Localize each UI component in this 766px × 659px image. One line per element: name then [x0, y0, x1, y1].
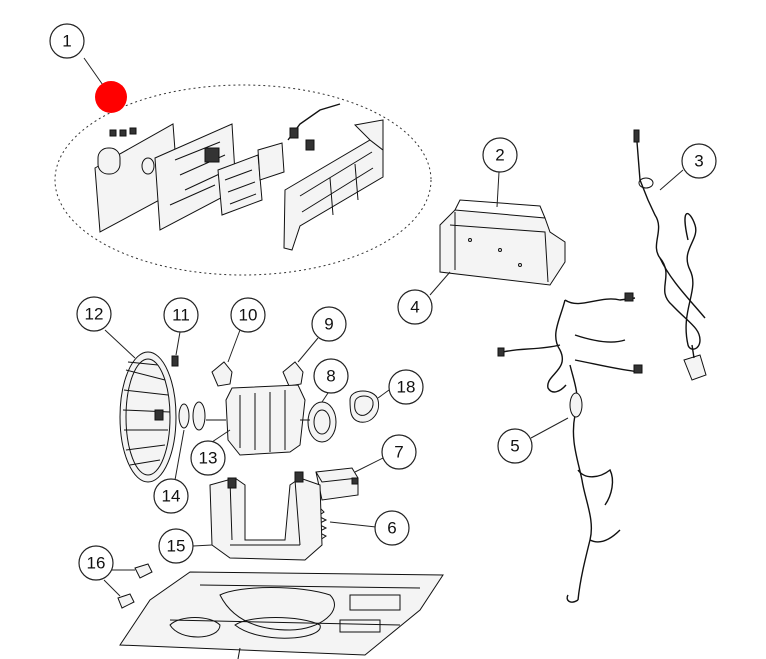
callout-11[interactable]: 11 [163, 297, 199, 356]
part-control-module[interactable] [439, 199, 566, 286]
callout-13[interactable]: 13 [190, 429, 231, 476]
part-motor[interactable] [178, 384, 306, 456]
callout-1[interactable]: 1 [49, 23, 106, 89]
part-fan-wheel[interactable] [119, 351, 177, 483]
part-control-panel-assembly[interactable] [54, 84, 432, 276]
part-clips[interactable] [117, 563, 153, 609]
callout-4-label: 4 [410, 298, 419, 317]
part-motor-bracket[interactable] [209, 471, 323, 561]
callout-12-label: 12 [85, 305, 104, 324]
callout-18-label: 18 [397, 378, 416, 397]
callout-12[interactable]: 12 [76, 296, 136, 359]
callout-2-label: 2 [495, 146, 504, 165]
part-pulley[interactable] [300, 401, 337, 443]
callout-5-label: 5 [510, 437, 519, 456]
selected-marker [95, 81, 127, 113]
callout-5[interactable]: 5 [497, 417, 569, 464]
part-motor-clamp-left[interactable] [211, 361, 233, 387]
callout-7-label: 7 [394, 443, 403, 462]
callout-8[interactable]: 8 [313, 358, 349, 403]
callout-8-label: 8 [326, 367, 335, 386]
callout-1-label: 1 [62, 32, 71, 51]
callout-4[interactable]: 4 [397, 271, 451, 325]
callout-3-label: 3 [694, 152, 703, 171]
callout-15-label: 15 [167, 537, 186, 556]
part-screw[interactable] [171, 355, 179, 367]
callout-9-label: 9 [324, 315, 333, 334]
callout-16-label: 16 [87, 554, 106, 573]
part-belt[interactable] [349, 390, 380, 423]
part-base-plate[interactable] [119, 571, 444, 659]
callout-7[interactable]: 7 [354, 434, 417, 473]
callout-15[interactable]: 15 [158, 528, 213, 564]
callout-10[interactable]: 10 [227, 297, 266, 363]
callout-10-label: 10 [239, 306, 258, 325]
callout-16[interactable]: 16 [78, 545, 135, 597]
callout-14[interactable]: 14 [153, 429, 189, 514]
callout-9[interactable]: 9 [297, 306, 347, 363]
part-motor-clamp-right[interactable] [282, 361, 304, 387]
callout-6[interactable]: 6 [329, 510, 410, 546]
callout-14-label: 14 [162, 487, 181, 506]
part-power-cord[interactable] [633, 129, 707, 381]
part-wiring-harness[interactable] [497, 292, 643, 603]
callout-13-label: 13 [199, 449, 218, 468]
callout-2[interactable]: 2 [482, 137, 518, 208]
callout-6-label: 6 [387, 519, 396, 538]
callout-11-label: 11 [172, 306, 190, 325]
callout-18[interactable]: 18 [377, 369, 424, 405]
part-capacitor[interactable] [315, 467, 359, 501]
callout-3[interactable]: 3 [659, 143, 717, 191]
